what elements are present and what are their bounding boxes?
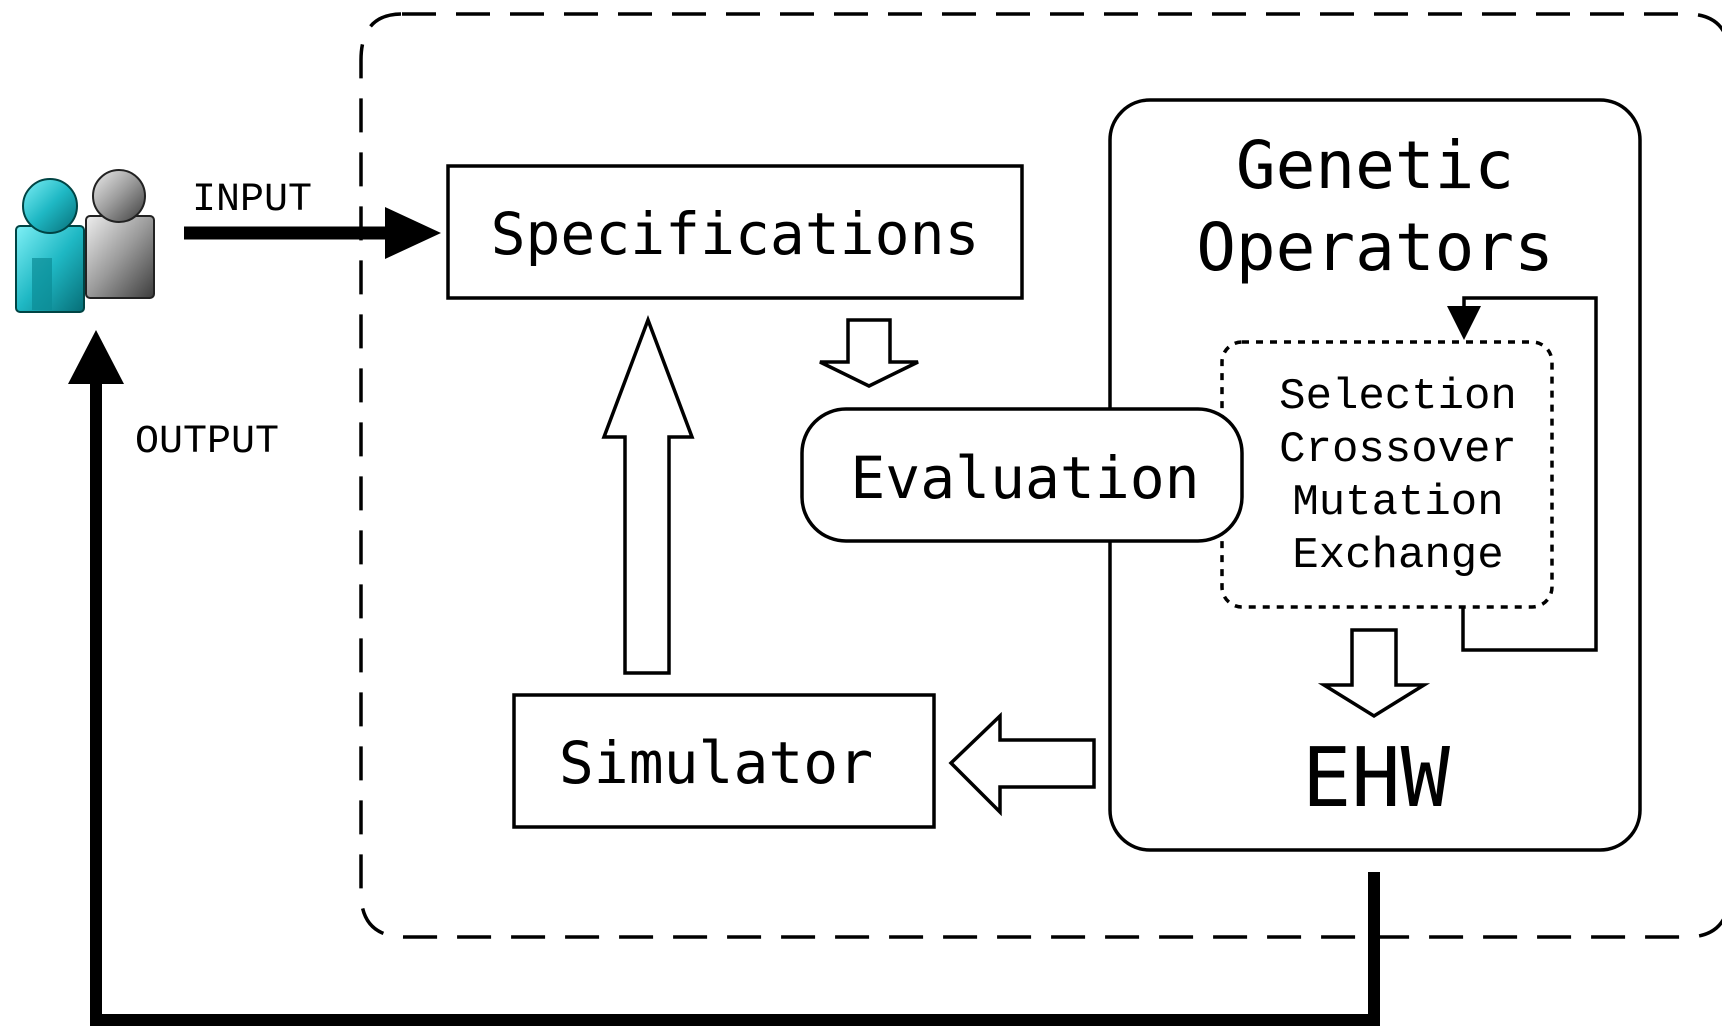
operators-loop-line xyxy=(1461,296,1598,652)
operator-selection: Selection xyxy=(1279,372,1517,422)
ehw-label: EHW xyxy=(1302,731,1451,826)
simulator-to-spec-arrow xyxy=(601,315,695,675)
specifications-box xyxy=(446,164,1024,300)
simulator-label: Simulator xyxy=(559,729,873,797)
operator-mutation: Mutation xyxy=(1292,478,1503,528)
operators-loop-arrow-head xyxy=(1447,306,1481,340)
output-label: OUTPUT xyxy=(135,420,279,465)
genetic-operators-title-line2: Operators xyxy=(1196,209,1554,286)
operator-exchange: Exchange xyxy=(1292,531,1503,581)
output-feedback-line xyxy=(90,370,1380,1026)
users-icon xyxy=(15,169,155,313)
input-arrow-head xyxy=(385,207,441,259)
genetic-operators-title-line1: Genetic xyxy=(1236,127,1514,204)
evaluation-label: Evaluation xyxy=(850,444,1199,512)
evaluation-box xyxy=(800,407,1244,543)
simulator-box xyxy=(512,693,936,829)
spec-to-eval-arrow xyxy=(819,318,919,388)
input-label: INPUT xyxy=(192,178,312,223)
ehw-to-simulator-arrow xyxy=(948,711,1096,817)
specifications-label: Specifications xyxy=(491,200,980,268)
operator-crossover: Crossover xyxy=(1279,425,1517,475)
operators-to-ehw-arrow xyxy=(1317,628,1431,719)
output-arrow-head xyxy=(68,330,124,384)
